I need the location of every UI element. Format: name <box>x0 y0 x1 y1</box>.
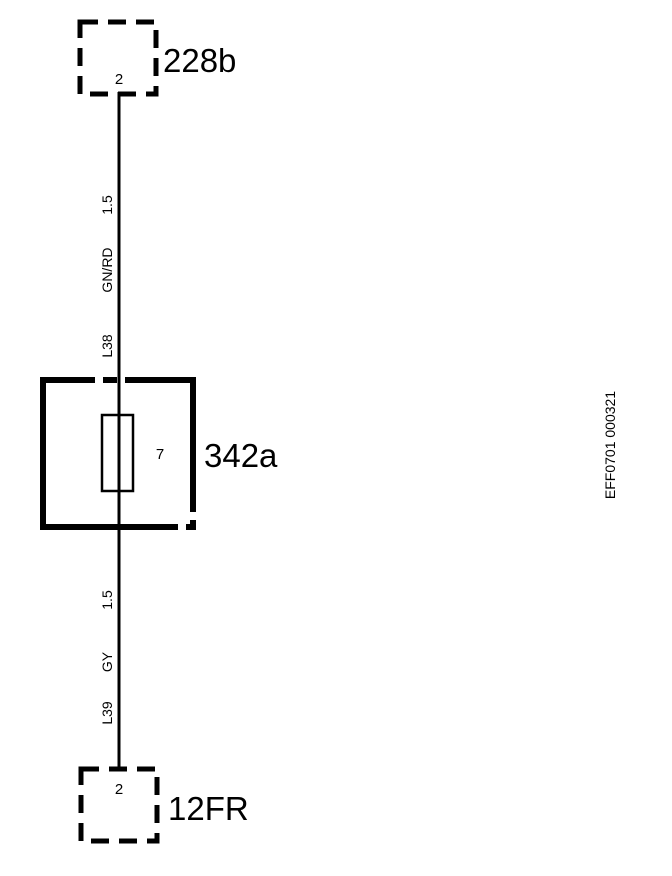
fuse-number: 7 <box>156 446 164 463</box>
connector-228b: 2 228b <box>77 19 236 97</box>
wire-lower-size: 1.5 <box>99 590 115 610</box>
wire-lower-color: GY <box>99 651 115 672</box>
connector-12fr: 2 12FR <box>78 766 249 844</box>
wire-lower-circuit: L39 <box>99 701 115 725</box>
wire-upper-circuit: L38 <box>99 334 115 358</box>
reference-code: EFF0701 000321 <box>602 391 618 499</box>
connector-228b-pin: 2 <box>115 71 123 88</box>
fuse-box-label: 342a <box>204 437 278 474</box>
wire-upper-size: 1.5 <box>99 195 115 215</box>
fuse-box-342a: 7 342a <box>40 377 278 530</box>
connector-228b-label: 228b <box>163 42 236 79</box>
connector-12fr-label: 12FR <box>168 790 249 827</box>
wire-upper-color: GN/RD <box>99 247 115 292</box>
connector-12fr-pin: 2 <box>115 781 123 798</box>
